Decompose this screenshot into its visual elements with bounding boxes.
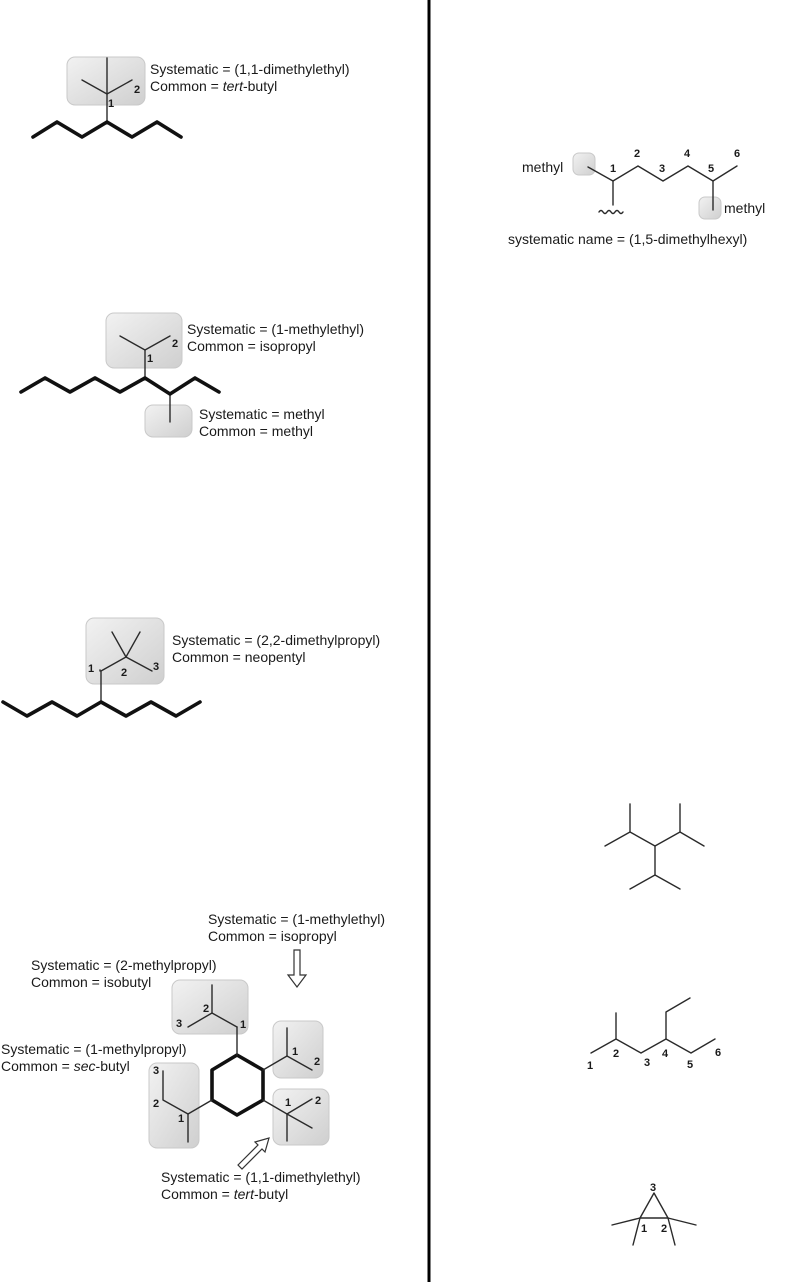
bond bbox=[187, 1099, 213, 1115]
cyclopropane-ring bbox=[639, 1192, 669, 1219]
locant: 3 bbox=[153, 661, 159, 673]
locant: 2 bbox=[661, 1223, 667, 1235]
main-chain bbox=[31, 120, 183, 139]
bond bbox=[262, 1099, 288, 1115]
locant: 1 bbox=[240, 1019, 246, 1031]
locant: 1 bbox=[147, 353, 153, 365]
locant: 5 bbox=[687, 1059, 693, 1071]
locant: 3 bbox=[659, 163, 665, 175]
locant: 1 bbox=[641, 1223, 647, 1235]
locant: 1 bbox=[292, 1046, 298, 1058]
systematic-label: Systematic = (2,2-dimethylpropyl) bbox=[172, 632, 380, 648]
systematic-label: Systematic = methyl bbox=[199, 406, 325, 422]
common-label: Common = neopentyl bbox=[172, 649, 305, 665]
bond bbox=[286, 1113, 313, 1129]
highlight-box bbox=[66, 56, 146, 106]
isopropyl-common-label: Common = isopropyl bbox=[208, 928, 337, 944]
up-right-arrow-icon bbox=[237, 1137, 270, 1170]
example-triisopropylmethane bbox=[604, 803, 705, 890]
locant: 3 bbox=[153, 1065, 159, 1077]
down-arrow-icon bbox=[286, 949, 308, 988]
bond bbox=[100, 656, 153, 703]
common-label: Common = tert-butyl bbox=[150, 78, 277, 94]
systematic-label: Systematic = (1,1-dimethylethyl) bbox=[150, 61, 350, 77]
locant: 4 bbox=[684, 148, 691, 160]
main-chain bbox=[19, 376, 221, 396]
highlight-box-isobutyl bbox=[171, 979, 249, 1035]
example-substituted-benzene: 1 2 3 1 2 1 2 1 2 3 Systematic = (1-meth… bbox=[1, 911, 385, 1202]
highlight-box-methyl-5 bbox=[698, 196, 722, 220]
locant: 3 bbox=[644, 1057, 650, 1069]
locant: 6 bbox=[734, 148, 740, 160]
example-isopropyl-methyl: 1 2 Systematic = (1-methylethyl) Common … bbox=[19, 312, 364, 439]
methyl-label-right: methyl bbox=[724, 200, 765, 216]
example-dimethylhexyl: methyl methyl 1 2 3 4 5 6 systematic nam… bbox=[508, 148, 765, 247]
sec-butyl-systematic-label: Systematic = (1-methylpropyl) bbox=[1, 1041, 187, 1057]
bond bbox=[286, 1098, 313, 1115]
example-neopentyl: 1 2 3 Systematic = (2,2-dimethylpropyl) … bbox=[1, 617, 380, 718]
bond bbox=[111, 631, 127, 658]
locant: 2 bbox=[613, 1048, 619, 1060]
systematic-label: Systematic = (1-methylethyl) bbox=[187, 321, 364, 337]
locant: 6 bbox=[715, 1047, 721, 1059]
example-numbered-chain: 1 2 3 4 5 6 bbox=[587, 997, 721, 1072]
main-chain bbox=[590, 1038, 716, 1054]
locant: 5 bbox=[708, 163, 714, 175]
bond bbox=[125, 631, 141, 658]
locant: 2 bbox=[172, 338, 178, 350]
locant: 1 bbox=[108, 98, 114, 110]
main-chain bbox=[1, 700, 202, 718]
tert-butyl-systematic-label: Systematic = (1,1-dimethylethyl) bbox=[161, 1169, 361, 1185]
locant: 4 bbox=[662, 1048, 669, 1060]
locant: 2 bbox=[153, 1098, 159, 1110]
systematic-name-caption: systematic name = (1,5-dimethylhexyl) bbox=[508, 231, 747, 247]
locant: 1 bbox=[285, 1097, 291, 1109]
locant: 1 bbox=[587, 1060, 593, 1072]
locant: 2 bbox=[634, 148, 640, 160]
tert-butyl-common-label: Common = tert-butyl bbox=[161, 1186, 288, 1202]
locant: 2 bbox=[203, 1003, 209, 1015]
highlight-box-methyl bbox=[144, 404, 193, 438]
locant: 1 bbox=[88, 663, 94, 675]
example-tert-butyl-chain: 1 2 Systematic = (1,1-dimethylethyl) Com… bbox=[31, 56, 350, 139]
methyl-label-left: methyl bbox=[522, 159, 563, 175]
locant: 2 bbox=[134, 84, 140, 96]
isopropyl-systematic-label: Systematic = (1-methylethyl) bbox=[208, 911, 385, 927]
common-label: Common = isopropyl bbox=[187, 338, 316, 354]
example-cyclopropane: 3 1 2 bbox=[611, 1182, 697, 1246]
sec-butyl-common-label: Common = sec-butyl bbox=[1, 1058, 130, 1074]
bond bbox=[665, 997, 691, 1040]
locant: 3 bbox=[176, 1018, 182, 1030]
bond bbox=[632, 1217, 641, 1246]
highlight-box-methyl-1 bbox=[572, 152, 596, 176]
locant: 3 bbox=[650, 1182, 656, 1194]
common-label: Common = methyl bbox=[199, 423, 313, 439]
locant: 2 bbox=[314, 1056, 320, 1068]
locant: 2 bbox=[121, 667, 127, 679]
benzene-ring bbox=[210, 1053, 265, 1117]
locant: 2 bbox=[315, 1095, 321, 1107]
locant: 1 bbox=[178, 1113, 184, 1125]
bond bbox=[604, 831, 705, 847]
bond bbox=[667, 1217, 676, 1246]
isobutyl-systematic-label: Systematic = (2-methylpropyl) bbox=[31, 957, 217, 973]
bond bbox=[629, 874, 681, 890]
wavy-attachment-icon bbox=[598, 209, 624, 215]
bond bbox=[667, 1217, 697, 1226]
highlight-box-isopropyl bbox=[105, 312, 183, 369]
bond bbox=[162, 1070, 189, 1115]
bond bbox=[611, 1217, 641, 1226]
isobutyl-common-label: Common = isobutyl bbox=[31, 974, 151, 990]
locant: 1 bbox=[610, 163, 616, 175]
highlight-box-isopropyl bbox=[272, 1020, 324, 1079]
